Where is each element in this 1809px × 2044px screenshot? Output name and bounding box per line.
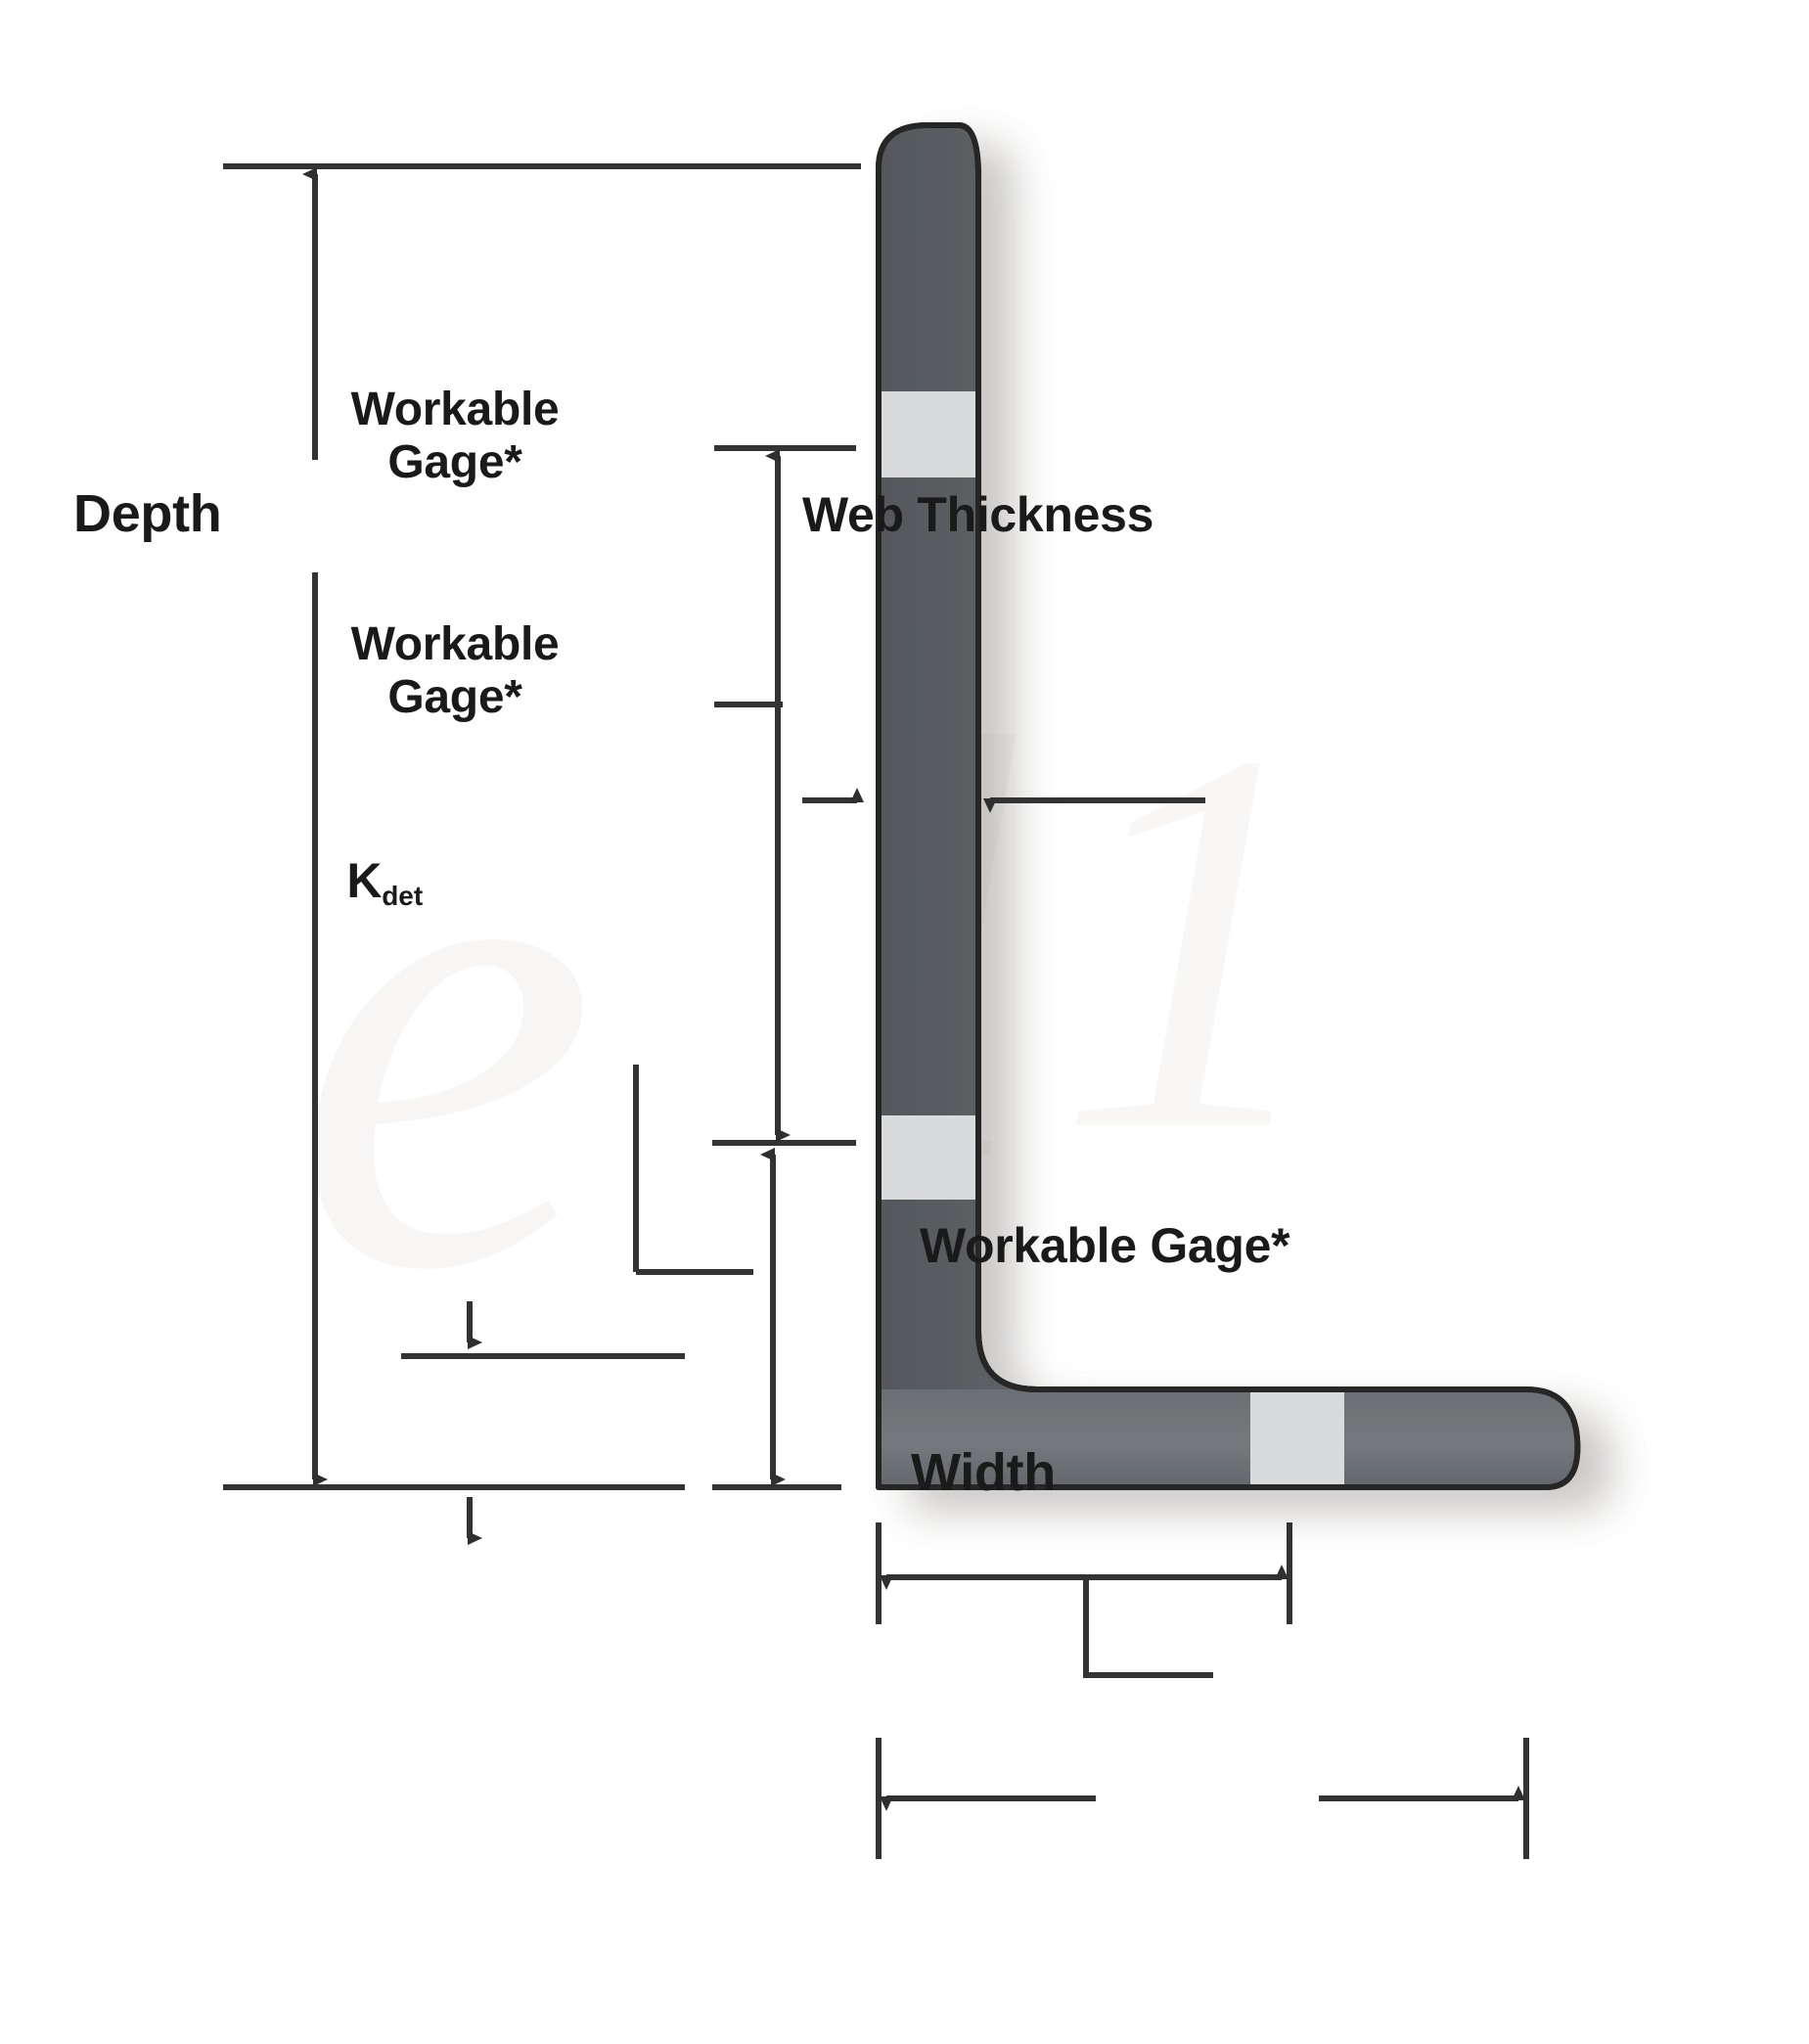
label-depth: Depth (73, 484, 222, 543)
watermark-e: e l 1 (294, 615, 1331, 1411)
label-workable-gage-upper: Workable Gage* (350, 384, 560, 488)
wgh-leader (1083, 1577, 1213, 1678)
label-k-det: Kdet (294, 798, 470, 966)
k-det-subscript: det (382, 880, 424, 911)
label-workable-gage-horizontal: Workable Gage* (920, 1218, 1290, 1273)
steel-angle-body (876, 122, 1581, 1490)
bolt-band-lower (879, 1115, 978, 1200)
k-det-base: K (346, 853, 383, 908)
label-web-thickness: Web Thickness (802, 487, 1154, 542)
bolt-band-upper (879, 391, 978, 477)
svg-text:1: 1 (1057, 638, 1331, 1245)
label-workable-gage-lower: Workable Gage* (350, 618, 560, 723)
dimension-lines (223, 163, 1529, 1859)
svg-text:e: e (294, 653, 598, 1411)
label-width: Width (911, 1443, 1056, 1502)
bolt-band-horizontal (1250, 1389, 1344, 1487)
